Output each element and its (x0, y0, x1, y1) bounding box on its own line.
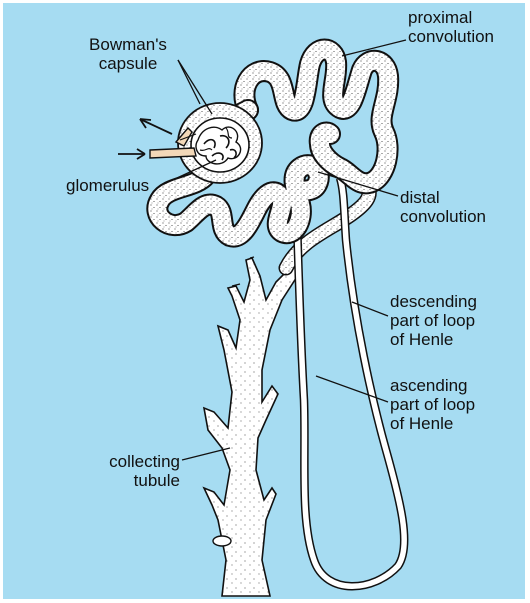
arrow-out-icon (140, 119, 172, 134)
collecting-tubule (204, 257, 300, 596)
label-ascending-loop: ascending part of loop of Henle (390, 376, 475, 433)
leader-ascending (316, 376, 388, 402)
leader-collecting (182, 448, 230, 460)
label-descending-loop: descending part of loop of Henle (390, 292, 477, 349)
label-proximal-convolution: proximal convolution (408, 8, 494, 46)
label-distal-convolution: distal convolution (400, 188, 486, 226)
label-collecting-tubule: collecting tubule (60, 452, 180, 490)
branch-stub (213, 536, 231, 546)
label-glomerulus: glomerulus (66, 176, 149, 195)
label-bowmans-capsule: Bowman's capsule (68, 35, 188, 73)
arrow-in-icon (118, 149, 145, 159)
